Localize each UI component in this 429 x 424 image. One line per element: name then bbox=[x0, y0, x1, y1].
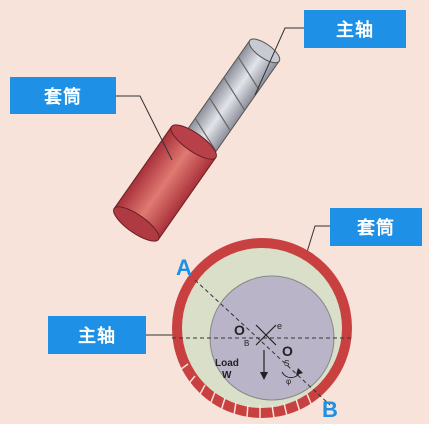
spindle-center-o: O bbox=[282, 343, 293, 359]
label-sleeve-left: 套筒 bbox=[10, 77, 116, 114]
leader-spindle-top bbox=[254, 27, 304, 96]
sleeve-3d bbox=[113, 124, 217, 242]
angle-label: φ bbox=[286, 377, 291, 386]
label-spindle-left: 主轴 bbox=[48, 316, 146, 354]
eccentricity-label: e bbox=[277, 321, 282, 331]
point-a-label: A bbox=[176, 255, 192, 280]
label-sleeve-right: 套筒 bbox=[330, 208, 422, 246]
sleeve-center-o: O bbox=[234, 322, 245, 338]
leader-sleeve-left bbox=[116, 95, 173, 161]
point-b-label: B bbox=[322, 397, 338, 422]
sleeve-center-sub: B bbox=[244, 339, 249, 348]
pressure-ticks bbox=[176, 363, 313, 419]
weight-label: W bbox=[222, 370, 232, 381]
load-label: Load bbox=[215, 358, 239, 369]
cross-section bbox=[172, 238, 352, 419]
spindle-center-sub: S bbox=[284, 359, 289, 368]
diagonal-line-ab bbox=[194, 279, 331, 406]
label-spindle-top: 主轴 bbox=[304, 10, 406, 48]
